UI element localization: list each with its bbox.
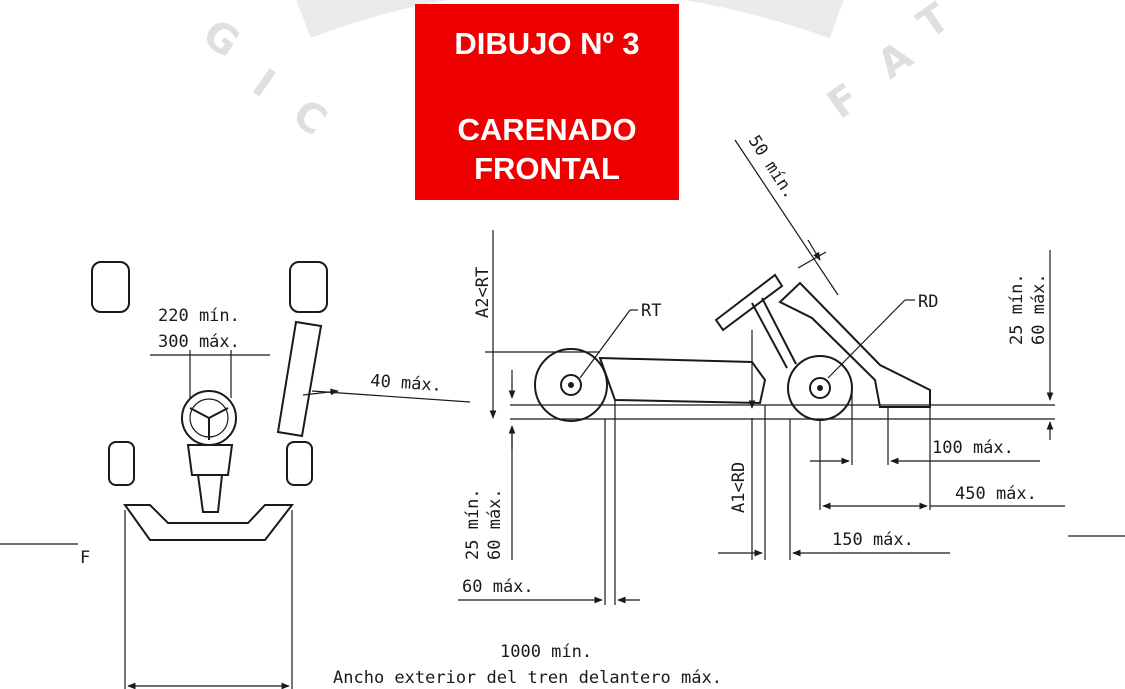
front-fairing-profile [778, 281, 931, 408]
dim-300-max: 300 máx. [158, 332, 240, 352]
dim-50-min: 50 mín. [744, 132, 800, 203]
dim-150-max: 150 máx. [832, 530, 914, 550]
left-fragment-label: F [80, 548, 90, 568]
dim-60-max-right: 60 máx. [1029, 273, 1049, 345]
label-rt: RT [641, 301, 661, 321]
rear-wheel [534, 348, 608, 422]
dim-100-max: 100 máx. [932, 438, 1014, 458]
top-view: 220 mín. 300 máx. 40 máx. 1000 mín. Anch… [91, 261, 722, 689]
svg-text:G: G [194, 11, 247, 68]
title-line-3: FRONTAL [474, 151, 620, 186]
dim-1000-min: 1000 mín. [500, 642, 592, 662]
dim-ancho-exterior: Ancho exterior del tren delantero máx. [333, 668, 722, 688]
seat [186, 444, 234, 476]
dim-25-min-right: 25 mín. [1007, 273, 1027, 345]
title-line-2: CARENADO [457, 112, 637, 147]
front-right-wheel [286, 441, 313, 486]
dim-40-max: 40 máx. [370, 371, 443, 396]
side-pod-profile [598, 356, 767, 405]
dim-450-max: 450 máx. [955, 484, 1037, 504]
title-line-1: DIBUJO Nº 3 [454, 26, 640, 61]
side-view: 50 mín. RT RD A2<RT 25 mín. 60 máx. 60 m… [458, 132, 1065, 605]
dim-60-max-bottom: 60 máx. [462, 577, 534, 597]
side-pod [276, 320, 323, 438]
svg-text:I: I [244, 61, 283, 107]
label-rd: RD [918, 292, 938, 312]
front-left-wheel [108, 441, 135, 486]
title-box: DIBUJO Nº 3 CARENADO FRONTAL [415, 4, 679, 200]
dim-25-min-left: 25 mín. [463, 488, 483, 560]
svg-text:C: C [284, 91, 334, 146]
svg-text:F: F [819, 75, 868, 128]
dim-60-max-left: 60 máx. [485, 488, 505, 560]
dim-a2-rt: A2<RT [473, 267, 493, 318]
dim-220-min: 220 mín. [158, 306, 240, 326]
svg-text:A: A [869, 33, 921, 88]
steering-wheel-profile [714, 273, 784, 332]
front-fairing [123, 504, 295, 541]
svg-text:T: T [909, 0, 958, 48]
rear-left-wheel [91, 261, 130, 313]
rear-right-wheel [289, 261, 328, 313]
dim-a1-rd: A1<RD [729, 462, 749, 513]
